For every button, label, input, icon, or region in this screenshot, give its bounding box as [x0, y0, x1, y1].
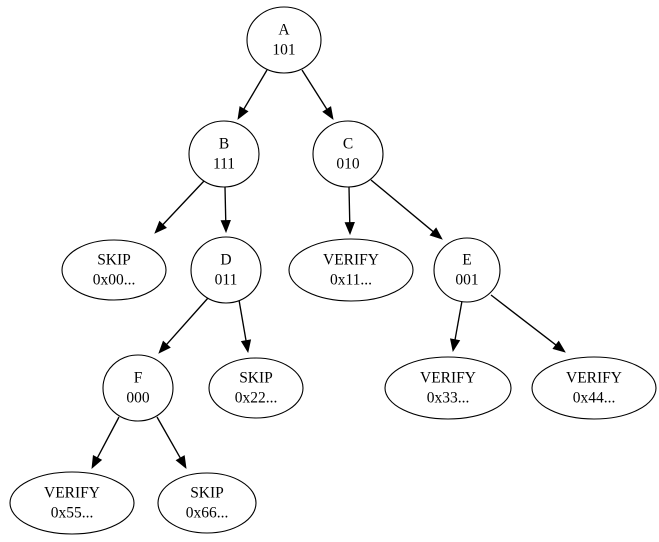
node-label-secondary: 001: [455, 272, 478, 289]
node-label-primary: A: [278, 22, 290, 39]
edge-d-to-f: [158, 297, 209, 354]
node-label-primary: VERIFY: [44, 485, 100, 502]
arrow-head-icon: [175, 455, 187, 469]
node-label-primary: SKIP: [190, 485, 224, 502]
edge-f-to-skip66: [156, 416, 187, 469]
node-a[interactable]: A 101: [246, 6, 322, 74]
edge-line: [160, 180, 205, 227]
node-label-primary: SKIP: [239, 370, 273, 387]
node-c[interactable]: C 010: [312, 120, 384, 188]
edge-line: [242, 69, 268, 112]
node-label-secondary: 0x11...: [330, 272, 372, 289]
edge-line: [156, 416, 182, 461]
node-shape-ellipse[interactable]: [288, 238, 414, 302]
node-label-secondary: 0x44...: [573, 390, 616, 407]
node-label-secondary: 010: [336, 156, 360, 173]
node-label-primary: F: [134, 370, 143, 387]
node-label-primary: D: [220, 252, 231, 269]
node-label-secondary: 0x55...: [51, 505, 94, 522]
node-layer: A101B111C010SKIP0x00...D011VERIFY0x11...…: [9, 6, 657, 535]
arrow-head-icon: [344, 221, 355, 236]
node-label-secondary: 0x22...: [235, 390, 278, 407]
edge-b-to-d: [220, 186, 231, 234]
node-shape-circle[interactable]: [102, 354, 174, 422]
edge-line: [453, 300, 463, 342]
edge-line: [95, 416, 120, 461]
node-shape-ellipse[interactable]: [208, 357, 304, 419]
node-shape-ellipse[interactable]: [61, 239, 167, 301]
node-shape-circle[interactable]: [188, 120, 260, 188]
node-b[interactable]: B 111: [188, 120, 260, 188]
arrow-head-icon: [429, 227, 443, 240]
node-v55[interactable]: VERIFY 0x55...: [9, 471, 135, 535]
arrow-head-icon: [322, 106, 334, 120]
arrow-head-icon: [220, 219, 231, 234]
node-label-primary: VERIFY: [420, 370, 476, 387]
node-label-secondary: 0x66...: [186, 505, 229, 522]
node-label-secondary: 111: [213, 156, 235, 173]
arrow-head-icon: [449, 338, 461, 353]
node-label-primary: SKIP: [97, 252, 131, 269]
node-label-secondary: 101: [272, 42, 295, 59]
arrow-head-icon: [154, 220, 167, 234]
edge-line: [490, 294, 559, 347]
node-label-primary: C: [343, 136, 353, 153]
arrow-head-icon: [158, 340, 171, 354]
edge-e-to-v44: [490, 294, 566, 353]
edge-line: [301, 69, 329, 112]
node-d[interactable]: D 011: [190, 236, 262, 304]
node-shape-ellipse[interactable]: [9, 471, 135, 535]
edge-line: [164, 297, 209, 347]
edge-layer: [91, 69, 566, 469]
edge-line: [348, 186, 351, 225]
arrow-head-icon: [240, 339, 252, 354]
node-f[interactable]: F 000: [102, 354, 174, 422]
node-shape-circle[interactable]: [312, 120, 384, 188]
node-skip22[interactable]: SKIP 0x22...: [208, 357, 304, 419]
edge-line: [224, 186, 227, 223]
edge-line: [238, 299, 248, 343]
edge-a-to-c: [301, 69, 334, 120]
node-shape-circle[interactable]: [190, 236, 262, 304]
node-shape-circle[interactable]: [433, 237, 501, 303]
edge-f-to-v55: [91, 416, 120, 469]
edge-c-to-v11: [344, 186, 355, 236]
node-skip66[interactable]: SKIP 0x66...: [157, 472, 257, 534]
node-label-primary: VERIFY: [566, 370, 622, 387]
node-label-primary: B: [219, 136, 229, 153]
edge-b-to-skip00: [154, 180, 205, 234]
node-label-primary: VERIFY: [323, 252, 379, 269]
edge-line: [370, 179, 436, 234]
node-shape-ellipse[interactable]: [531, 356, 657, 420]
node-shape-ellipse[interactable]: [384, 356, 512, 420]
node-v44[interactable]: VERIFY 0x44...: [531, 356, 657, 420]
node-shape-ellipse[interactable]: [157, 472, 257, 534]
node-skip00[interactable]: SKIP 0x00...: [61, 239, 167, 301]
edge-a-to-b: [237, 69, 268, 120]
node-e[interactable]: E 001: [433, 237, 501, 303]
arrow-head-icon: [552, 340, 566, 353]
node-label-secondary: 0x00...: [93, 272, 136, 289]
node-label-primary: E: [462, 252, 471, 269]
node-v11[interactable]: VERIFY 0x11...: [288, 238, 414, 302]
node-label-secondary: 0x33...: [427, 390, 470, 407]
edge-c-to-e: [370, 179, 443, 240]
arrow-head-icon: [91, 455, 103, 469]
arrow-head-icon: [237, 106, 249, 120]
node-v33[interactable]: VERIFY 0x33...: [384, 356, 512, 420]
node-shape-circle[interactable]: [246, 6, 322, 74]
node-label-secondary: 000: [126, 390, 150, 407]
edge-e-to-v33: [449, 300, 463, 353]
edge-d-to-skip22: [238, 299, 252, 354]
node-label-secondary: 011: [215, 272, 238, 289]
